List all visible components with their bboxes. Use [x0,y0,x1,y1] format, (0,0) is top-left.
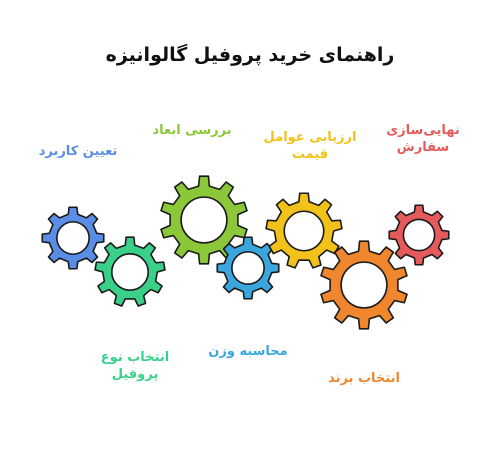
step-label-6: انتخاب برند [328,371,400,386]
step-label-5: ارزیابی عوامل قیمت [263,130,357,162]
step-label-7: نهایی‌سازی سفارش [386,123,460,155]
gear-icon-2 [94,236,166,307]
gear-icon-6 [320,240,408,330]
gear-icon-4 [216,236,280,300]
gear-hub [402,218,436,252]
step-label-3: بررسی ابعاد [152,123,232,138]
gear-icon-3 [160,175,248,265]
step-label-1: تعیین کاربرد [38,144,118,159]
gear-icon-1 [41,206,105,270]
gear-hub [111,253,150,292]
step-label-2: انتخاب نوع پروفیل [100,350,170,382]
gear-hub [283,210,325,252]
gear-hub [56,221,90,255]
page-title: راهنمای خرید پروفیل گالوانیزه [105,44,395,66]
gear-hub [340,261,388,309]
gear-hub [180,196,228,244]
gear-hub [231,251,265,285]
gear-icon-7 [388,204,450,266]
step-label-4: محاسبه وزن [208,344,288,359]
gear-icon-5 [265,192,343,269]
